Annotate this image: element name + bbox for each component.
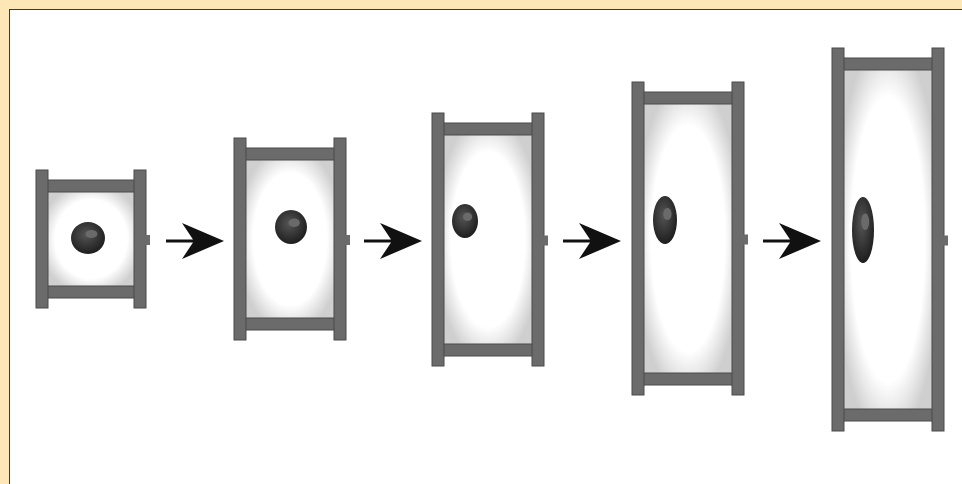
cell-stage-3 — [431, 112, 548, 367]
cell-stage-4 — [631, 81, 748, 396]
frame-left-edge — [9, 9, 10, 484]
nucleolus — [663, 208, 672, 220]
nucleus — [71, 222, 105, 254]
cell-interior — [444, 135, 532, 344]
cell-stage-5 — [831, 47, 948, 432]
cell-stage-2 — [233, 137, 350, 341]
frame-top-edge — [10, 9, 962, 10]
cell-wall-left — [631, 81, 645, 396]
wall-notch — [942, 235, 948, 246]
cell-wall-top — [443, 122, 533, 136]
nucleolus — [288, 218, 300, 227]
wall-notch — [344, 235, 350, 245]
nucleolus — [85, 230, 98, 238]
cell-wall-bottom — [245, 317, 335, 331]
cell-interior — [644, 104, 732, 373]
wall-notch — [542, 235, 548, 246]
nucleus — [452, 204, 478, 238]
frame-left-border — [0, 0, 10, 484]
frame-top-border — [0, 0, 962, 10]
cell-wall-top — [245, 147, 335, 161]
cell-wall-top — [47, 179, 135, 193]
wall-notch — [742, 234, 748, 245]
cell-wall-left — [35, 169, 49, 309]
nucleolus — [463, 212, 473, 221]
cell-wall-left — [233, 137, 247, 341]
cell-wall-left — [831, 47, 845, 432]
cell-stage-1 — [35, 169, 150, 309]
cell-wall-top — [843, 57, 933, 71]
cell-wall-bottom — [443, 343, 533, 357]
cell-wall-bottom — [47, 285, 135, 299]
nucleolus — [861, 213, 870, 230]
cell-wall-bottom — [843, 408, 933, 422]
wall-notch — [144, 235, 150, 245]
cell-wall-top — [643, 91, 733, 105]
nucleus — [275, 210, 307, 244]
nucleus — [653, 196, 677, 244]
cell-wall-bottom — [643, 372, 733, 386]
cell-wall-left — [431, 112, 445, 367]
nucleus — [852, 197, 874, 263]
